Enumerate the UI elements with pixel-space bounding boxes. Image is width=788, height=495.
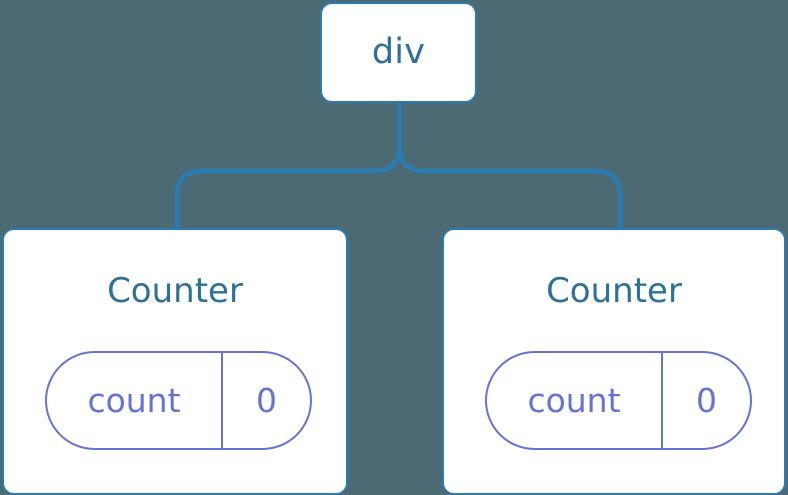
state-pill-left[interactable]: count 0 <box>45 351 312 450</box>
state-value-right: 0 <box>696 381 717 420</box>
root-node-label: div <box>371 32 426 72</box>
node-counter-left[interactable]: Counter count 0 <box>2 228 348 495</box>
state-value-left: 0 <box>256 381 277 420</box>
state-pill-divider-left <box>221 353 223 448</box>
node-root-div[interactable]: div <box>320 2 477 103</box>
state-key-left: count <box>87 381 181 420</box>
state-pill-divider-right <box>661 353 663 448</box>
state-pill-right[interactable]: count 0 <box>485 351 752 450</box>
node-counter-right[interactable]: Counter count 0 <box>442 228 786 495</box>
state-key-right: count <box>527 381 621 420</box>
counter-title-right: Counter <box>546 271 682 311</box>
counter-title-left: Counter <box>107 271 243 311</box>
